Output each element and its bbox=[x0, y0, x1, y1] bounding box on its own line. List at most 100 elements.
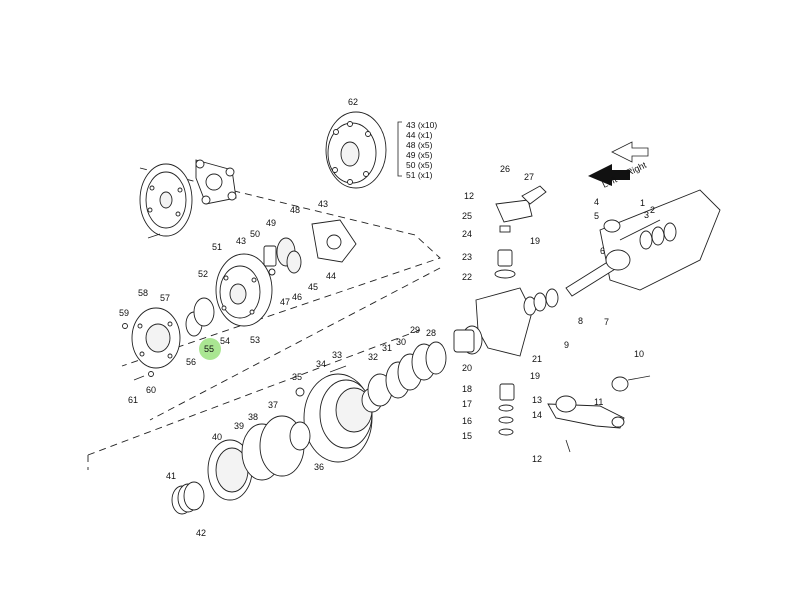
label[interactable]: 1 bbox=[640, 198, 645, 208]
label[interactable]: 12 bbox=[532, 454, 542, 464]
label[interactable]: 50 bbox=[250, 229, 260, 239]
drive-shaft[interactable] bbox=[565, 249, 631, 297]
carrier-flange-part[interactable] bbox=[139, 163, 193, 237]
callout-labels: 1 2 3 4 5 6 7 8 9 10 11 12 12 13 14 15 1… bbox=[119, 97, 655, 538]
label[interactable]: 39 bbox=[234, 421, 244, 431]
label[interactable]: 20 bbox=[462, 363, 472, 373]
label[interactable]: 18 bbox=[462, 384, 472, 394]
label[interactable]: 6 bbox=[600, 246, 605, 256]
seal-stack-right[interactable] bbox=[523, 222, 677, 316]
washer bbox=[268, 268, 276, 276]
label[interactable]: 61 bbox=[128, 395, 138, 405]
label[interactable]: 32 bbox=[368, 352, 378, 362]
label[interactable]: 43 bbox=[318, 199, 328, 209]
label[interactable]: 34 bbox=[316, 359, 326, 369]
planet-carrier-kit[interactable] bbox=[325, 111, 387, 189]
highlight-marker bbox=[199, 338, 221, 360]
steering-knuckle[interactable] bbox=[453, 287, 533, 357]
label[interactable]: 7 bbox=[604, 317, 609, 327]
kingpin-upper[interactable] bbox=[494, 185, 547, 279]
label[interactable]: 29 bbox=[410, 325, 420, 335]
screw bbox=[122, 323, 128, 329]
label[interactable]: 44 bbox=[326, 271, 336, 281]
label[interactable]: 43 bbox=[236, 236, 246, 246]
label[interactable]: 47 bbox=[280, 297, 290, 307]
label[interactable]: 42 bbox=[196, 528, 206, 538]
label[interactable]: 38 bbox=[248, 412, 258, 422]
label[interactable]: 51 bbox=[212, 242, 222, 252]
end-cover[interactable] bbox=[131, 307, 181, 369]
kit-item: 44 (x1) bbox=[406, 130, 433, 140]
kit-bracket bbox=[397, 121, 402, 177]
planet-gear-set[interactable] bbox=[263, 219, 357, 274]
tie-rod-end[interactable] bbox=[611, 375, 651, 392]
label[interactable]: 17 bbox=[462, 399, 472, 409]
label[interactable]: 56 bbox=[186, 357, 196, 367]
kit-contents-list: 43 (x10) 44 (x1) 48 (x5) 49 (x5) 50 (x5)… bbox=[406, 120, 437, 180]
label[interactable]: 3 bbox=[644, 210, 649, 220]
label[interactable]: 26 bbox=[500, 164, 510, 174]
stud bbox=[329, 365, 347, 373]
label[interactable]: 60 bbox=[146, 385, 156, 395]
label[interactable]: 37 bbox=[268, 400, 278, 410]
label[interactable]: 36 bbox=[314, 462, 324, 472]
label[interactable]: 24 bbox=[462, 229, 472, 239]
snap-ring-set[interactable] bbox=[171, 481, 205, 515]
label[interactable]: 4 bbox=[594, 197, 599, 207]
label[interactable]: 8 bbox=[578, 316, 583, 326]
kit-item: 49 (x5) bbox=[406, 150, 433, 160]
label[interactable]: 2 bbox=[650, 205, 655, 215]
nut bbox=[295, 387, 305, 397]
label[interactable]: 14 bbox=[532, 410, 542, 420]
label[interactable]: 15 bbox=[462, 431, 472, 441]
label[interactable]: 28 bbox=[426, 328, 436, 338]
steering-arm[interactable] bbox=[547, 395, 625, 429]
label[interactable]: 9 bbox=[564, 340, 569, 350]
label[interactable]: 53 bbox=[250, 335, 260, 345]
label[interactable]: 22 bbox=[462, 272, 472, 282]
label[interactable]: 54 bbox=[220, 336, 230, 346]
kit-item: 51 (x1) bbox=[406, 170, 433, 180]
label[interactable]: 27 bbox=[524, 172, 534, 182]
label[interactable]: 59 bbox=[119, 308, 129, 318]
label[interactable]: 10 bbox=[634, 349, 644, 359]
kit-item: 43 (x10) bbox=[406, 120, 437, 130]
label[interactable]: 57 bbox=[160, 293, 170, 303]
label[interactable]: 23 bbox=[462, 252, 472, 262]
label[interactable]: 16 bbox=[462, 416, 472, 426]
kingpin-lower[interactable] bbox=[498, 383, 515, 436]
label[interactable]: 40 bbox=[212, 432, 222, 442]
label[interactable]: 41 bbox=[166, 471, 176, 481]
hub-housing[interactable] bbox=[215, 253, 273, 327]
plug bbox=[148, 371, 154, 377]
kit-item: 50 (x5) bbox=[406, 160, 433, 170]
label[interactable]: 11 bbox=[594, 397, 603, 407]
label[interactable]: 19 bbox=[530, 371, 540, 381]
seal-ring-stack[interactable] bbox=[367, 341, 447, 407]
label[interactable]: 52 bbox=[198, 269, 208, 279]
label[interactable]: 46 bbox=[292, 292, 302, 302]
kit-item: 48 (x5) bbox=[406, 140, 433, 150]
label[interactable]: 21 bbox=[532, 354, 542, 364]
highlighted-part-label[interactable]: 55 bbox=[204, 344, 214, 354]
label[interactable]: 31 bbox=[382, 343, 392, 353]
label[interactable]: 30 bbox=[396, 337, 406, 347]
label[interactable]: 45 bbox=[308, 282, 318, 292]
spider-part[interactable] bbox=[195, 159, 237, 205]
kit-reference-label[interactable]: 62 bbox=[348, 97, 358, 107]
label[interactable]: 5 bbox=[594, 211, 599, 221]
group-outline-upper bbox=[121, 167, 441, 367]
label[interactable]: 33 bbox=[332, 350, 342, 360]
group-outline-lower bbox=[87, 267, 441, 470]
label[interactable]: 25 bbox=[462, 211, 472, 221]
label[interactable]: 12 bbox=[464, 191, 474, 201]
label[interactable]: 49 bbox=[266, 218, 276, 228]
label[interactable]: 13 bbox=[532, 395, 542, 405]
label[interactable]: 58 bbox=[138, 288, 148, 298]
label[interactable]: 48 bbox=[290, 205, 300, 215]
label[interactable]: 19 bbox=[530, 236, 540, 246]
label[interactable]: 35 bbox=[292, 372, 302, 382]
ring-gear-set[interactable] bbox=[207, 415, 311, 501]
right-label: Right bbox=[625, 160, 649, 178]
